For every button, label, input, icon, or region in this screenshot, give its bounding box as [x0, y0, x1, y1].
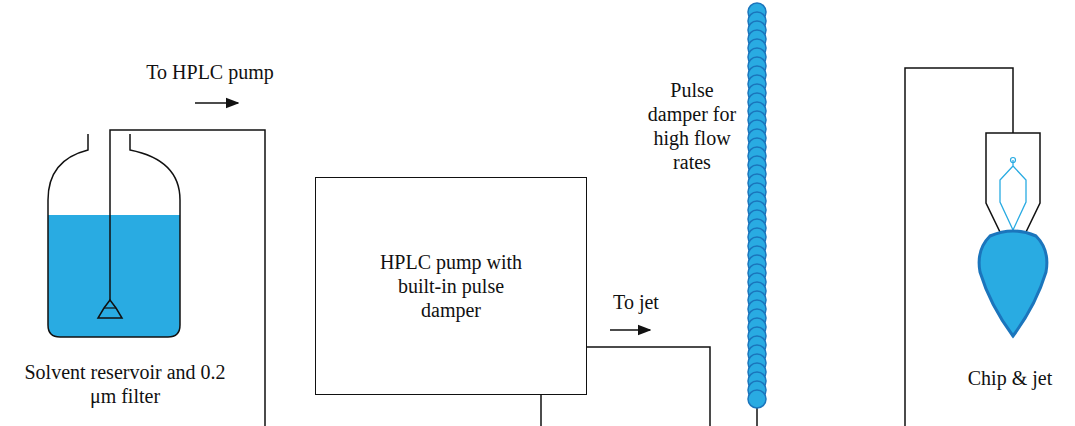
pump-box: HPLC pump with built-in pulse damper [315, 177, 587, 395]
damper-bead [748, 390, 766, 408]
chip-inlet [1011, 158, 1016, 163]
filter [98, 300, 122, 318]
chip-label: Chip & jet [950, 366, 1070, 390]
pulse-damper [748, 3, 766, 408]
chip [986, 133, 1040, 232]
flow-arrow [610, 329, 650, 331]
pump-outlet-line [587, 347, 710, 426]
damper-label: Pulse damper for high flow rates [640, 78, 744, 174]
flow-arrow [195, 102, 238, 104]
filter-mesh [104, 307, 116, 308]
pump-inlet-line [540, 395, 542, 426]
chip-channel [1000, 160, 1026, 230]
reservoir-bottle [48, 134, 180, 337]
flow-label: To jet [596, 290, 676, 314]
liquid-jet [979, 231, 1047, 336]
box-label: HPLC pump with built-in pulse damper [376, 250, 526, 322]
solvent [48, 215, 180, 337]
reservoir-label: Solvent reservoir and 0.2 μm filter [20, 360, 230, 408]
flow-label: To HPLC pump [130, 60, 290, 84]
